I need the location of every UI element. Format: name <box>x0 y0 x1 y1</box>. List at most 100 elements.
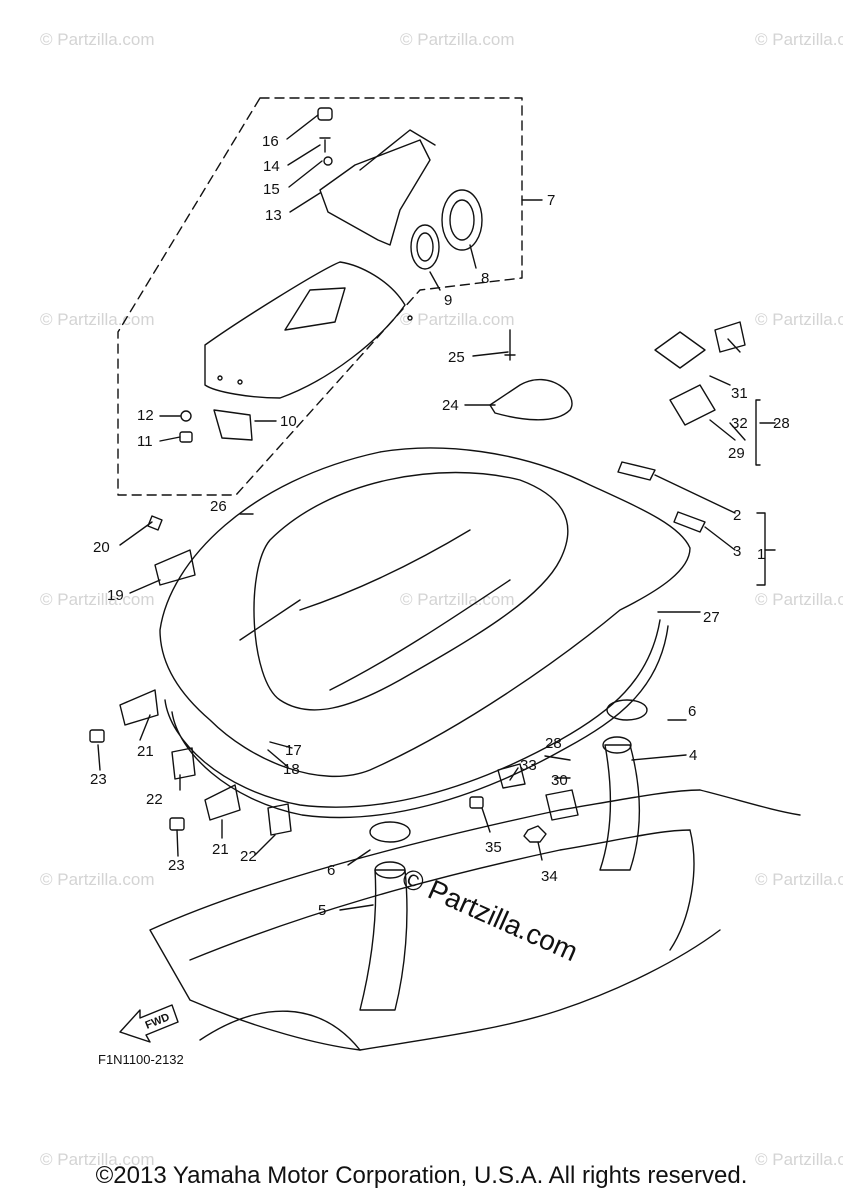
plate-33 <box>497 763 526 789</box>
hose-4 <box>599 744 641 871</box>
callout-18: 18 <box>283 761 300 778</box>
screw-20 <box>147 515 163 531</box>
cap-16 <box>317 107 333 121</box>
watermark-text: © Partzilla.com <box>400 590 515 609</box>
callout-11: 11 <box>137 433 153 450</box>
watermark-text: © Partzilla.com <box>400 30 515 49</box>
callout-15: 15 <box>263 181 280 198</box>
fitting-24 <box>489 378 573 421</box>
callout-16: 16 <box>262 133 279 150</box>
watermark-text: © Partzilla.com <box>40 870 155 889</box>
callout-21: 21 <box>137 743 154 760</box>
gasket-outline <box>164 619 669 819</box>
seal-8-inner <box>449 199 475 241</box>
nut-34 <box>523 825 547 843</box>
callout-34: 34 <box>541 868 558 885</box>
callout-14: 14 <box>263 158 280 175</box>
watermark-text: © Partzilla.com <box>755 310 843 329</box>
callout-30: 30 <box>551 772 568 789</box>
callout-28: 28 <box>773 415 790 432</box>
seal-9 <box>410 224 440 270</box>
group-outline-7 <box>117 97 523 496</box>
callout-27: 27 <box>703 609 720 626</box>
duct-cover <box>204 261 406 399</box>
hull-inner <box>189 829 695 1051</box>
watermark-text: © Partzilla.com <box>40 310 155 329</box>
callout-22: 22 <box>240 848 257 865</box>
hose-5 <box>359 869 408 1011</box>
clamp-6 <box>606 699 648 721</box>
bracket-10 <box>213 409 253 441</box>
plate-22 <box>171 747 196 780</box>
callout-7: 7 <box>547 192 555 209</box>
callout-20: 20 <box>93 539 110 556</box>
callout-26: 26 <box>210 498 227 515</box>
callout-6: 6 <box>327 862 335 879</box>
bolt-23 <box>169 817 185 831</box>
callout-19: 19 <box>107 587 124 604</box>
screw-14 <box>319 137 331 153</box>
callout-labels: 1 2 3 4 5 6 6 7 8 9 10 11 12 13 14 15 16… <box>90 133 790 919</box>
bracket-13-arm <box>359 129 436 171</box>
watermark-text: © Partzilla.com <box>755 30 843 49</box>
hose-5-end <box>374 861 406 879</box>
callout-12: 12 <box>137 407 154 424</box>
callout-10: 10 <box>280 413 297 430</box>
callout-2: 2 <box>733 507 741 524</box>
watermark-layer: © Partzilla.com © Partzilla.com © Partzi… <box>40 30 843 1169</box>
callout-35: 35 <box>485 839 502 856</box>
bracket-21 <box>119 689 159 726</box>
hose-4-end <box>602 736 632 754</box>
callout-31: 31 <box>731 385 748 402</box>
callout-22: 22 <box>146 791 163 808</box>
duct-cover-hole <box>217 375 223 381</box>
pad-2 <box>617 461 656 481</box>
seal-9-inner <box>416 232 434 262</box>
fwd-arrow: FWD <box>119 1004 179 1043</box>
callout-8: 8 <box>481 270 489 287</box>
part-29 <box>669 384 716 426</box>
washer-12 <box>180 410 192 422</box>
watermark-text: © Partzilla.com <box>755 590 843 609</box>
pad-3 <box>673 511 706 533</box>
bolt-11 <box>179 431 193 443</box>
callout-17: 17 <box>285 742 302 759</box>
watermark-text: © Partzilla.com <box>40 30 155 49</box>
part-31 <box>654 331 706 369</box>
washer-15 <box>323 156 333 166</box>
callout-32: 32 <box>731 415 748 432</box>
hatch-cover-inner <box>253 471 569 711</box>
part-32 <box>714 321 746 353</box>
bolt-35 <box>469 796 484 809</box>
callout-23: 23 <box>168 857 185 874</box>
callout-4: 4 <box>689 747 697 764</box>
callout-25: 25 <box>448 349 465 366</box>
callout-28: 28 <box>545 735 562 752</box>
callout-29: 29 <box>728 445 745 462</box>
callout-5: 5 <box>318 902 326 919</box>
fwd-arrow-icon <box>119 1004 179 1043</box>
seal-8 <box>441 189 483 251</box>
hatch-cover-outline <box>159 447 691 778</box>
callout-23: 23 <box>90 771 107 788</box>
watermark-text: © Partzilla.com <box>40 590 155 609</box>
bracket-19 <box>154 549 196 586</box>
watermark-text: © Partzilla.com <box>400 310 515 329</box>
drawing-code: F1N1100-2132 <box>98 1052 184 1067</box>
hatch-ridge <box>239 529 511 691</box>
callout-3: 3 <box>733 543 741 560</box>
duct-cover-hole <box>237 379 243 385</box>
watermark-text: © Partzilla.com <box>755 1150 843 1169</box>
plate-22 <box>267 803 292 836</box>
callout-13: 13 <box>265 207 282 224</box>
duct-cover-hole <box>407 315 413 321</box>
bolt-23 <box>89 729 105 743</box>
duct-cover-slot <box>284 287 346 331</box>
callout-24: 24 <box>442 397 459 414</box>
watermark-text: © Partzilla.com <box>40 1150 155 1169</box>
callout-6: 6 <box>688 703 696 720</box>
callout-21: 21 <box>212 841 229 858</box>
copyright-text: ©2013 Yamaha Motor Corporation, U.S.A. A… <box>95 1162 748 1189</box>
bracket-21 <box>204 784 241 821</box>
